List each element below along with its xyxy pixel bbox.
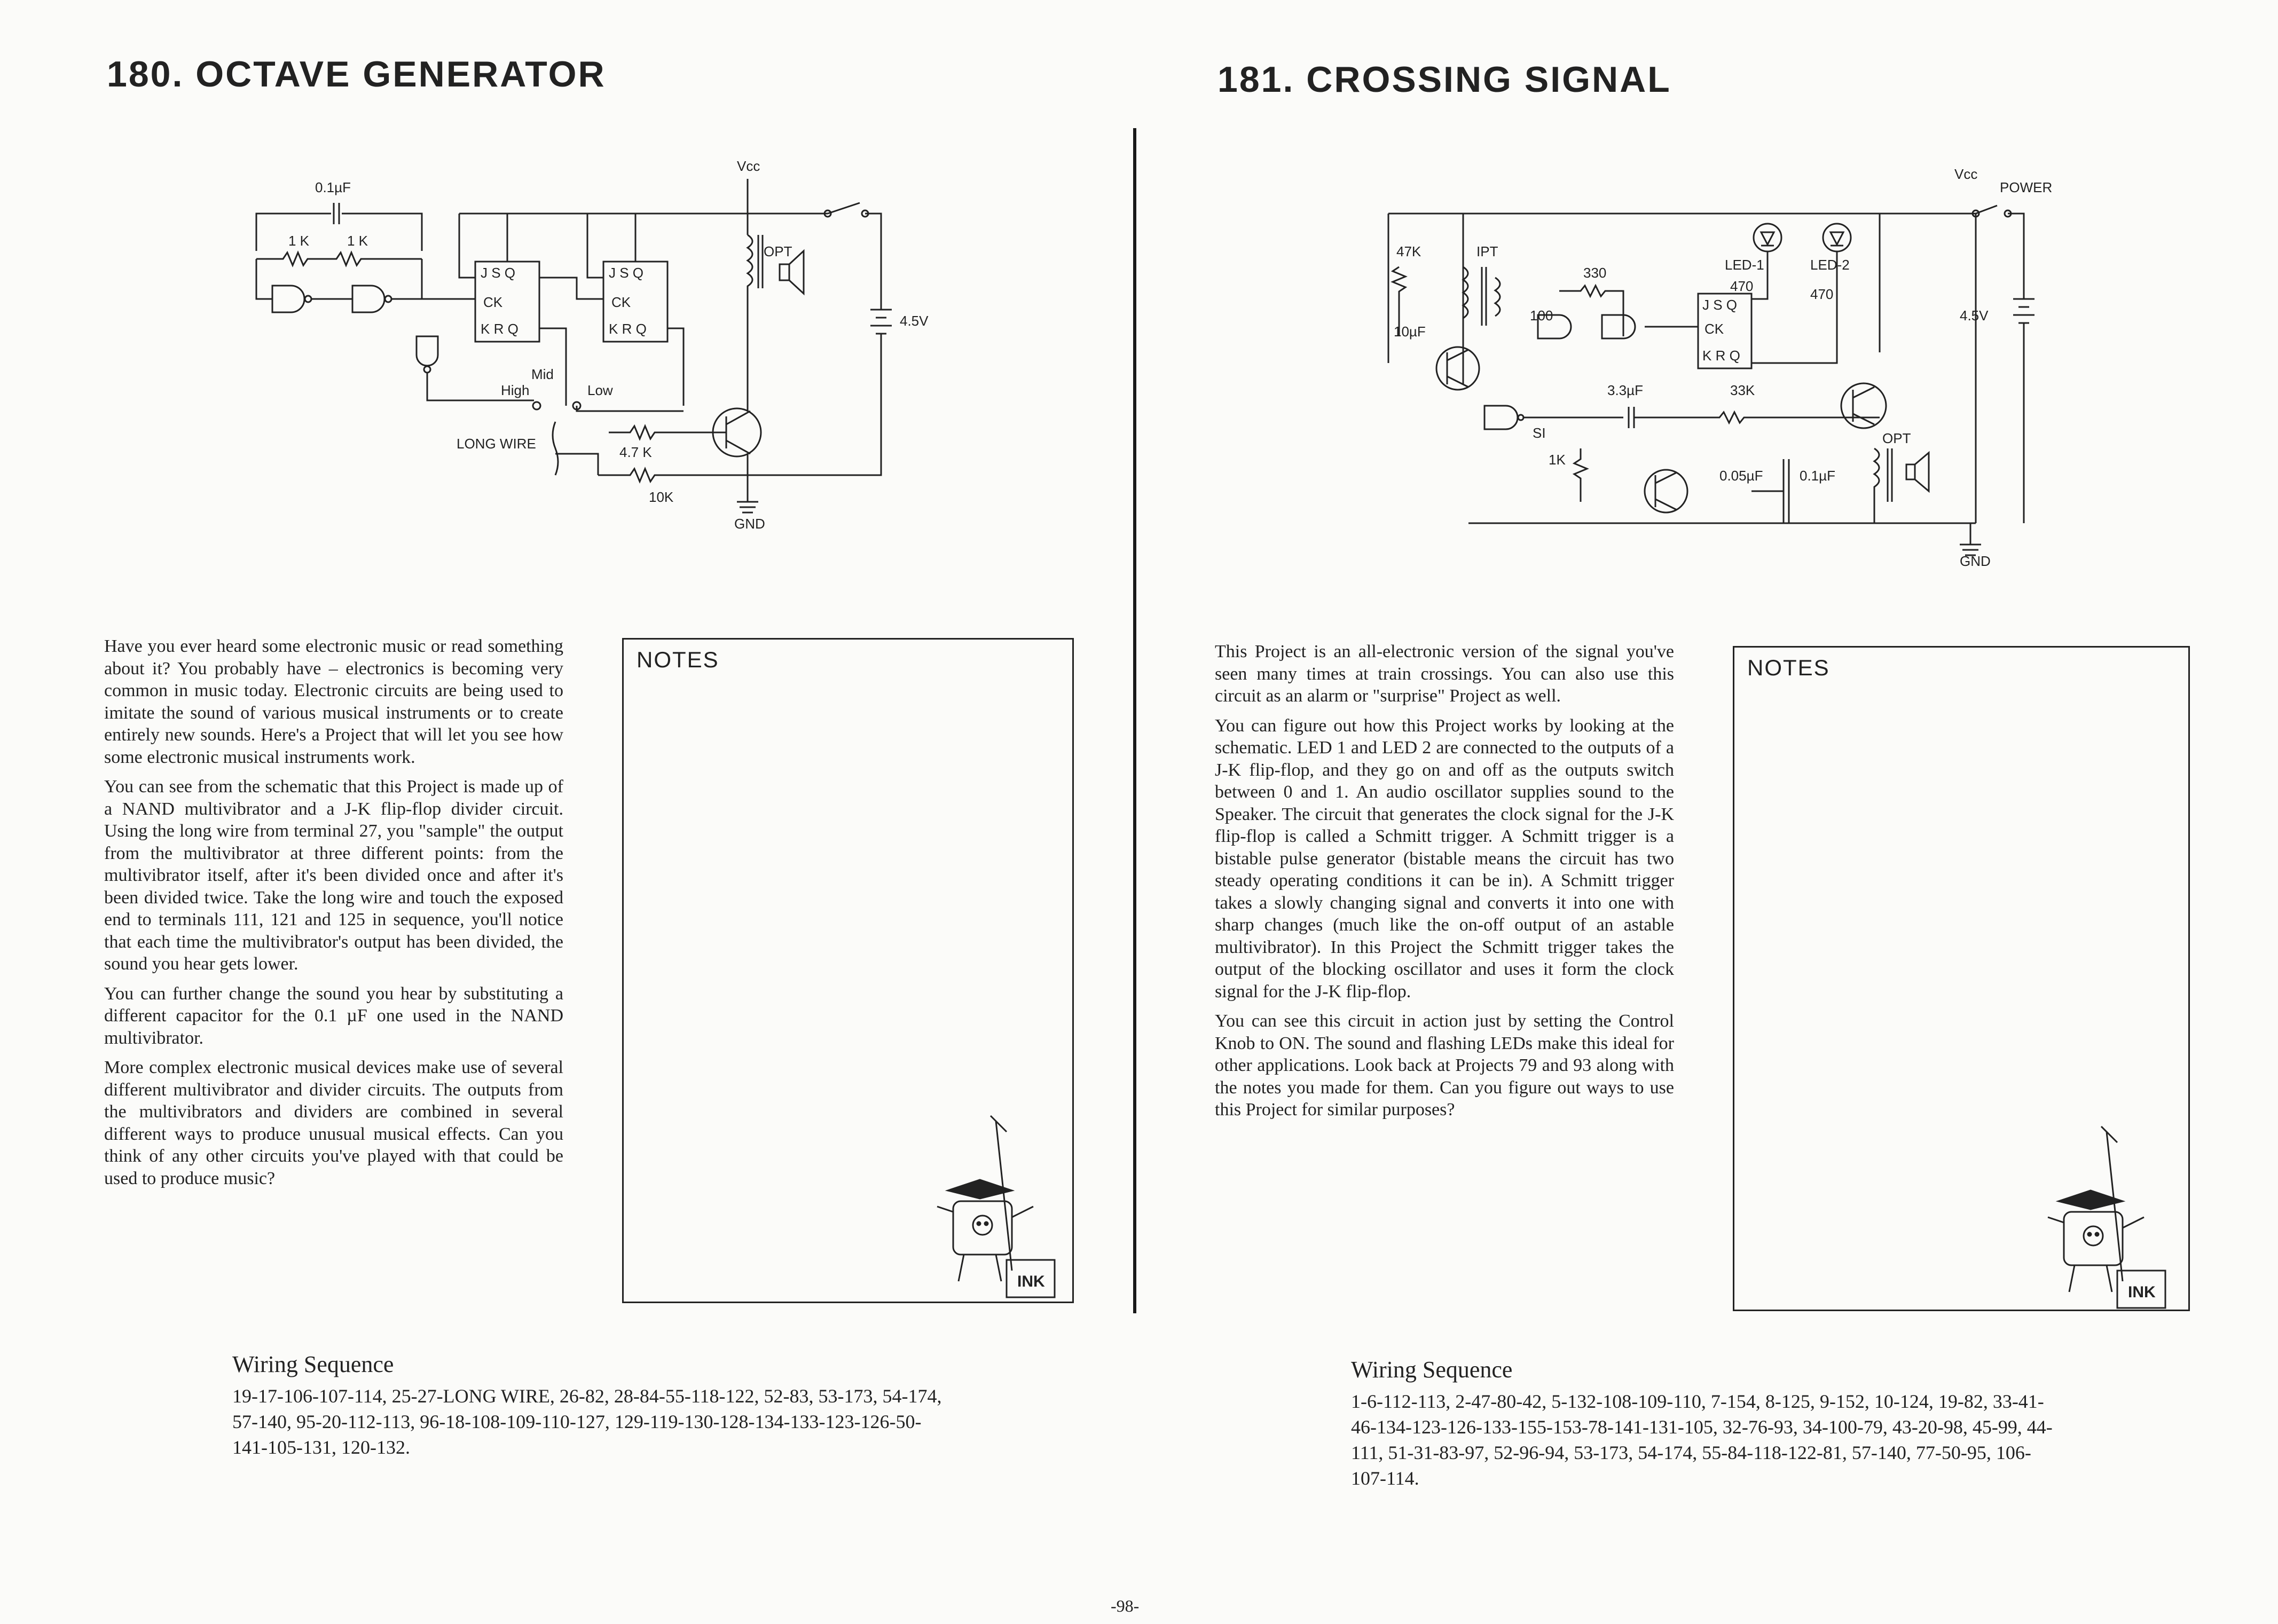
gnd-label: GND — [734, 516, 765, 532]
si-label: SI — [1533, 425, 1546, 441]
mascot-ink-label: INK — [2128, 1283, 2156, 1301]
octave-generator-schematic: 0.1µF 1 K 1 K J S Q CK K R Q J S Q CK K … — [246, 155, 929, 539]
left-body-text: Have you ever heard some electronic musi… — [104, 635, 563, 1197]
r470a-label: 470 — [1730, 278, 1753, 294]
r470b-label: 470 — [1810, 286, 1833, 302]
r33k-label: 33K — [1730, 382, 1755, 398]
gnd-label: GND — [1960, 553, 1991, 569]
wiring-text: 19-17-106-107-114, 25-27-LONG WIRE, 26-8… — [232, 1385, 942, 1458]
paragraph: Have you ever heard some electronic musi… — [104, 636, 563, 767]
left-notes-box: NOTES — [622, 638, 1074, 1303]
right-body-text: This Project is an all-electronic versio… — [1215, 641, 1674, 1129]
wiring-text: 1-6-112-113, 2-47-80-42, 5-132-108-109-1… — [1351, 1391, 2053, 1489]
battery-label: 4.5V — [900, 313, 929, 329]
svg-text:J S Q: J S Q — [481, 265, 515, 281]
led2-label: LED-2 — [1810, 257, 1850, 273]
crossing-signal-schematic: 47K IPT 10µF 100 330 J S Q CK K R Q LED-… — [1378, 160, 2052, 569]
power-label: POWER — [2000, 179, 2052, 195]
opt-label: OPT — [764, 243, 792, 259]
svg-text:CK: CK — [483, 294, 503, 310]
svg-text:K R Q: K R Q — [481, 321, 519, 337]
left-project-title: 180. OCTAVE GENERATOR — [107, 54, 606, 94]
led1-label: LED-1 — [1725, 257, 1764, 273]
r1-label: 1 K — [288, 233, 310, 249]
svg-text:J S Q: J S Q — [1702, 297, 1737, 313]
page-number: -98- — [1111, 1596, 1140, 1615]
r2-label: 1 K — [347, 233, 368, 249]
paragraph: More complex electronic musical devices … — [104, 1058, 563, 1188]
right-project-title: 181. CROSSING SIGNAL — [1217, 59, 1671, 100]
cap-label: 0.1µF — [315, 179, 351, 195]
wiring-title: Wiring Sequence — [1351, 1357, 1513, 1383]
low-label: Low — [587, 382, 613, 398]
c01-label: 0.1µF — [1800, 468, 1835, 484]
svg-text:CK: CK — [1704, 321, 1724, 337]
notes-label: NOTES — [1747, 655, 1830, 680]
wiring-title: Wiring Sequence — [232, 1351, 394, 1377]
r4-label: 10K — [649, 489, 674, 505]
high-label: High — [501, 382, 529, 398]
cap10-label: 10µF — [1394, 324, 1426, 340]
battery-label: 4.5V — [1960, 308, 1989, 324]
opt-label: OPT — [1882, 430, 1911, 446]
right-notes-box: NOTES — [1733, 646, 2190, 1311]
left-wiring-sequence: Wiring Sequence 19-17-106-107-114, 25-27… — [232, 1351, 942, 1460]
ink-mascot-illustration: INK — [932, 1110, 1071, 1303]
r330-label: 330 — [1583, 265, 1606, 281]
r3-label: 4.7 K — [619, 444, 652, 460]
mascot-ink-label: INK — [1017, 1273, 1045, 1290]
right-wiring-sequence: Wiring Sequence 1-6-112-113, 2-47-80-42,… — [1351, 1356, 2061, 1491]
mid-label: Mid — [531, 366, 554, 382]
svg-text:K R Q: K R Q — [1702, 348, 1740, 364]
cap35-label: 3.3µF — [1607, 382, 1643, 398]
r47k-label: 47K — [1396, 243, 1421, 259]
paragraph: This Project is an all-electronic versio… — [1215, 642, 1674, 706]
svg-text:K R Q: K R Q — [609, 321, 647, 337]
ink-mascot-illustration: INK — [2043, 1121, 2181, 1309]
svg-text:CK: CK — [611, 294, 631, 310]
notes-label: NOTES — [637, 647, 719, 672]
r1k-label: 1K — [1549, 452, 1566, 468]
paragraph: You can further change the sound you hea… — [104, 983, 563, 1048]
paragraph: You can see from the schematic that this… — [104, 777, 563, 974]
paragraph: You can figure out how this Project work… — [1215, 715, 1674, 1002]
c005-label: 0.05µF — [1719, 468, 1763, 484]
vcc-label: Vcc — [1954, 166, 1977, 182]
page-divider — [1133, 128, 1136, 1313]
long-wire-label: LONG WIRE — [457, 436, 536, 452]
vcc-label: Vcc — [737, 158, 760, 174]
ipt-label: IPT — [1476, 243, 1498, 259]
paragraph: You can see this circuit in action just … — [1215, 1011, 1674, 1120]
svg-text:J S Q: J S Q — [609, 265, 643, 281]
